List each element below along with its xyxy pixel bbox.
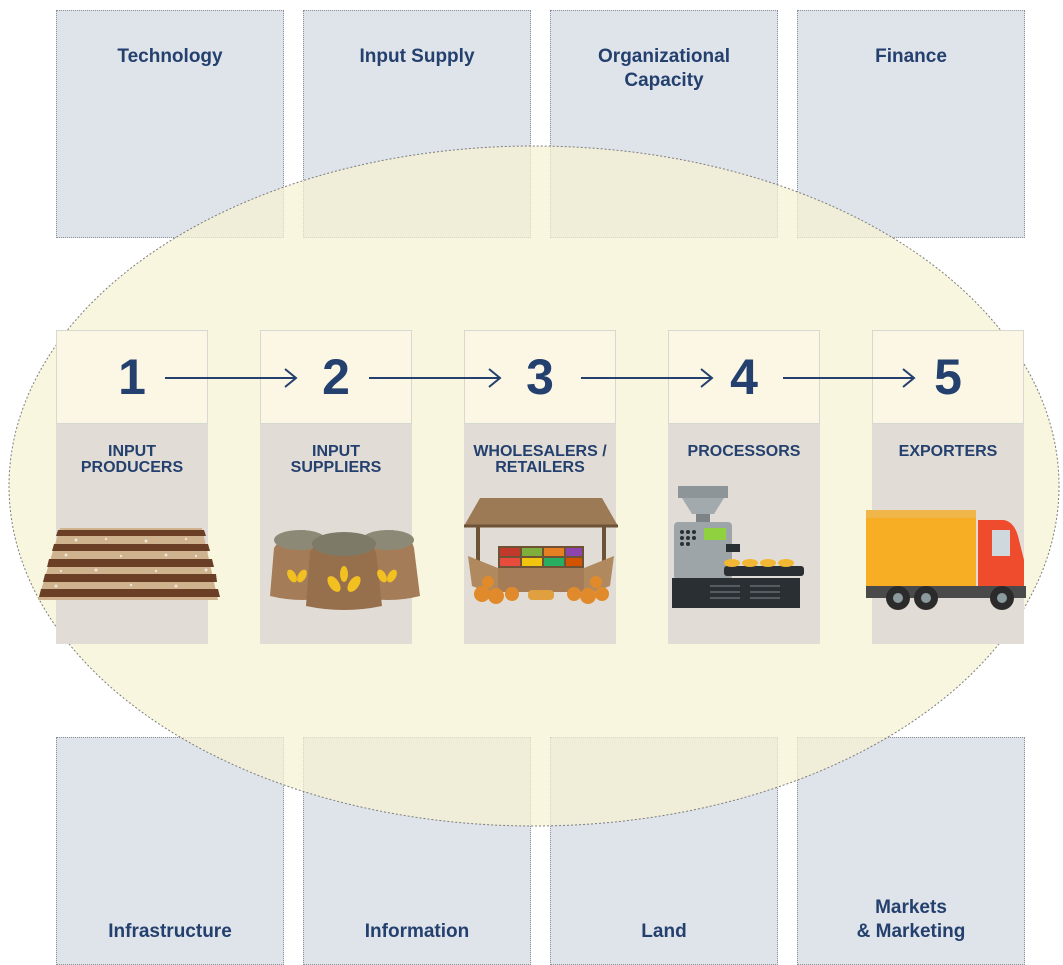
arrow-right-icon	[165, 368, 298, 388]
factor-box-organizational-capacity: Organizational Capacity	[550, 10, 778, 238]
factor-box-infrastructure: Infrastructure	[56, 737, 284, 965]
factor-label: Input Supply	[359, 46, 475, 67]
stage-number: 1	[118, 349, 146, 405]
factor-box-land: Land	[550, 737, 778, 965]
stage-number: 5	[934, 349, 962, 405]
processing-machine-icon	[672, 486, 804, 608]
factor-label: Technology	[117, 46, 223, 67]
stage-label: EXPORTERS	[898, 443, 998, 460]
factor-label: Infrastructure	[108, 921, 232, 942]
arrow-right-icon	[783, 368, 916, 388]
stage-label: INPUT PRODUCERS	[80, 443, 184, 476]
stage-label: PROCESSORS	[687, 443, 801, 460]
factor-label: Finance	[875, 46, 947, 67]
factor-label: Information	[364, 921, 470, 942]
factor-box-technology: Technology	[56, 10, 284, 238]
plowed-field-icon	[38, 528, 220, 600]
factor-label: Organizational Capacity	[598, 46, 730, 91]
factor-box-markets-marketing: Markets & Marketing	[797, 737, 1025, 965]
stage-label: WHOLESALERS / RETAILERS	[473, 443, 607, 476]
stage-number: 3	[526, 349, 554, 405]
arrow-right-icon	[581, 368, 714, 388]
stage-number: 4	[730, 349, 758, 405]
factor-label: Markets & Marketing	[856, 897, 966, 942]
stage-number: 2	[322, 349, 350, 405]
factor-box-input-supply: Input Supply	[303, 10, 531, 238]
market-stall-icon	[464, 498, 618, 604]
factor-box-information: Information	[303, 737, 531, 965]
seed-sacks-icon	[270, 530, 420, 610]
arrow-right-icon	[369, 368, 502, 388]
factor-label: Land	[641, 921, 687, 942]
stage-label: INPUT SUPPLIERS	[290, 443, 382, 476]
factor-box-finance: Finance	[797, 10, 1025, 238]
delivery-truck-icon	[866, 510, 1026, 610]
stage-number-box: 4	[668, 330, 820, 424]
stage-body: WHOLESALERS / RETAILERS	[464, 424, 616, 644]
